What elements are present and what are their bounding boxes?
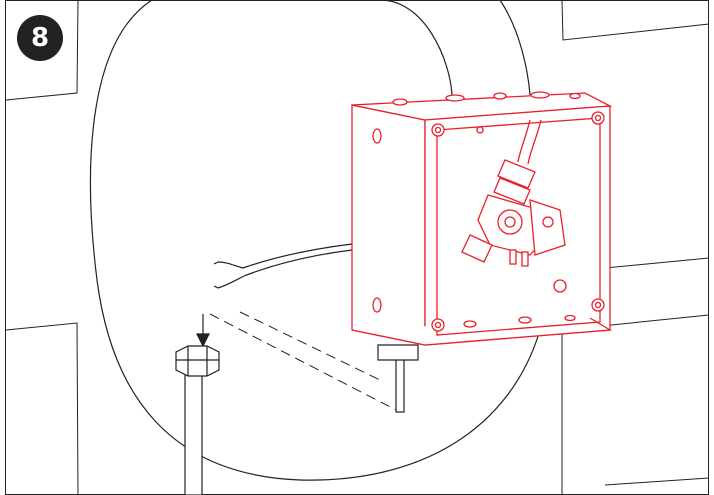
- box-bottom-fitting: [377, 344, 419, 413]
- alignment-guides: [209, 311, 401, 413]
- wall-opening-rim: [379, 0, 453, 96]
- wire-leads-icon: [213, 243, 353, 289]
- wall-opening-outline: [89, 0, 541, 481]
- connection-arrow: [196, 314, 210, 348]
- solenoid-valve-icon: [461, 119, 566, 267]
- supply-pipe-icon: [175, 345, 220, 495]
- step-number-badge: 8: [17, 15, 63, 61]
